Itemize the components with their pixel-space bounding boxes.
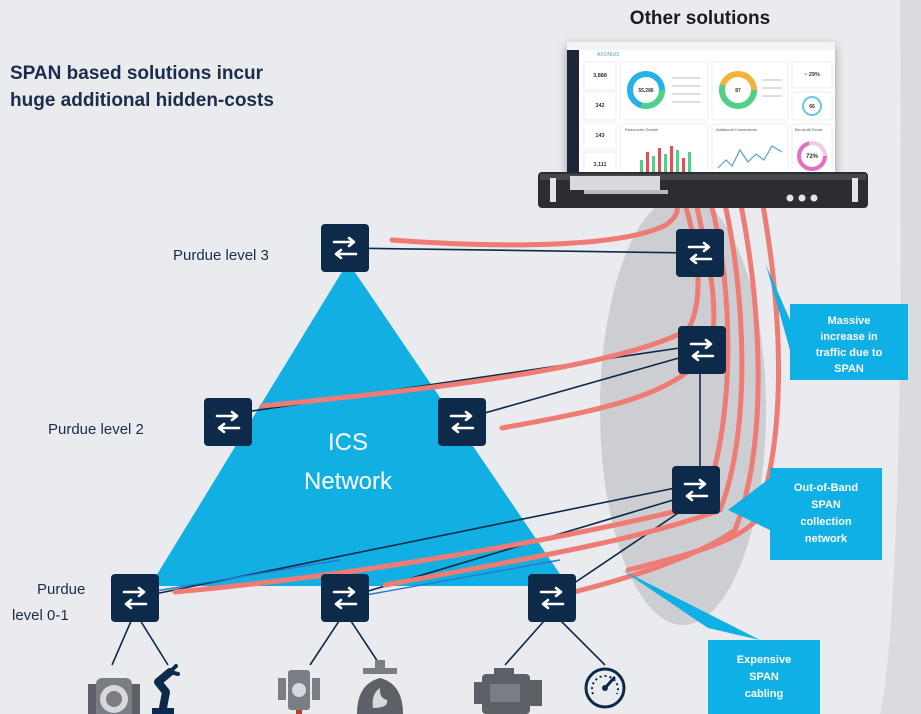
gauge-icon: [584, 667, 626, 709]
temperature-sensor-icon: [278, 670, 320, 714]
appliance-server: [538, 172, 868, 208]
switch-level0-mid: [321, 574, 369, 622]
dashboard-percent-badge: ~ 29%: [804, 72, 820, 78]
callout-cabling-line1: Expensive: [737, 654, 791, 666]
switch-level2-right: [438, 398, 486, 446]
dashboard-stat-1: 3,888: [593, 73, 607, 79]
burner-icon: [357, 660, 403, 714]
level01-label-line1: Purdue: [37, 581, 85, 598]
callout-cabling-line2: SPAN: [749, 671, 779, 683]
engine-icon: [474, 668, 542, 714]
switch-oob-bottom: [672, 466, 720, 514]
callout-oob: Out-of-Band SPAN collection network: [728, 468, 882, 560]
callout-oob-line4: network: [805, 533, 848, 545]
dashboard-panel-title-3: Bio Audit Score: [795, 127, 823, 132]
switch-level0-left: [111, 574, 159, 622]
dashboard-stat-4: 3,111: [593, 162, 606, 168]
headline-line2: huge additional hidden-costs: [10, 90, 274, 111]
dashboard-brand: AXONIUS: [597, 52, 620, 58]
valve-icon: [88, 678, 140, 714]
switch-oob-mid: [678, 326, 726, 374]
access-links: [149, 559, 561, 598]
callout-oob-line2: SPAN: [811, 499, 841, 511]
ics-network-triangle: [150, 262, 568, 586]
dashboard-line-trace: [717, 145, 783, 169]
level01-label-line2: level 0-1: [12, 607, 69, 624]
dashboard-donut1-value: 55,286: [638, 88, 654, 94]
dashboard-panel-title-1: Resources Growth: [625, 127, 658, 132]
callout-cabling-line3: cabling: [745, 688, 784, 700]
dashboard-screenshot: AXONIUS 3,888 342 143 3,111 55,286 87 ~ …: [567, 42, 835, 182]
switch-oob-top: [676, 229, 724, 277]
headline-line1: SPAN based solutions incur: [10, 63, 264, 84]
switch-level3: [321, 224, 369, 272]
callout-oob-line3: collection: [800, 516, 852, 528]
callout-traffic: Massive increase in traffic due to SPAN: [766, 265, 908, 380]
dashboard-circle-small: 66: [809, 104, 815, 110]
callout-oob-line1: Out-of-Band: [794, 482, 858, 494]
ics-network-label-line2: Network: [304, 468, 393, 495]
ics-network-label-line1: ICS: [328, 429, 368, 456]
level2-label: Purdue level 2: [48, 421, 144, 438]
dashboard-stat-3: 143: [595, 133, 604, 139]
callout-cabling: Expensive SPAN cabling: [622, 570, 820, 714]
callout-traffic-line4: SPAN: [834, 363, 864, 375]
callout-traffic-line1: Massive: [828, 315, 871, 327]
dashboard-donut2-value: 87: [735, 88, 741, 94]
dashboard-bars: [640, 146, 691, 172]
switch-level0-right: [528, 574, 576, 622]
other-solutions-title: Other solutions: [630, 8, 770, 29]
robot-arm-icon: [152, 664, 180, 714]
dashboard-stat-2: 342: [595, 103, 604, 109]
dashboard-panel-title-2: Additional Connections: [716, 127, 757, 132]
switch-level2-left: [204, 398, 252, 446]
callout-traffic-line3: traffic due to: [816, 347, 883, 359]
level3-label: Purdue level 3: [173, 247, 269, 264]
callout-traffic-line2: increase in: [820, 331, 878, 343]
dashboard-gauge-value: 72%: [806, 154, 819, 160]
